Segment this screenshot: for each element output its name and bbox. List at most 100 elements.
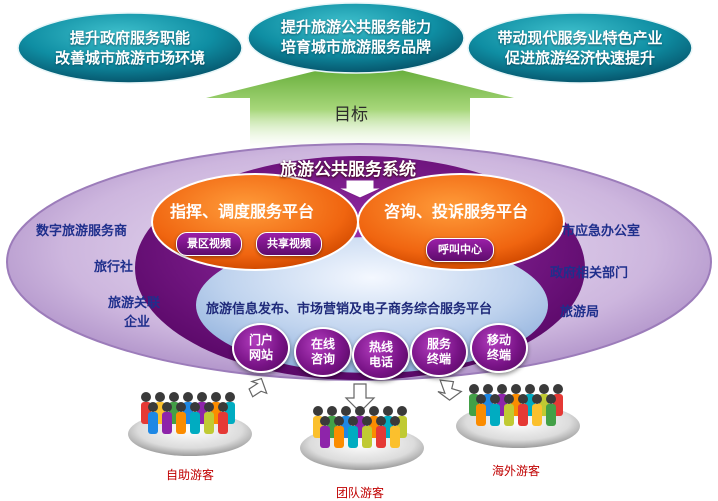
info-platform-title: 旅游信息发布、市场营销及电子商务综合服务平台 bbox=[206, 302, 493, 317]
visitor-figure-body bbox=[518, 404, 528, 426]
terminal-hotline: 热线电话 bbox=[352, 330, 410, 380]
visitor-figure-head bbox=[218, 402, 228, 412]
visitor-figure-head bbox=[483, 384, 493, 394]
visitor-figure-head bbox=[320, 416, 330, 426]
goal-oval-1 bbox=[17, 12, 243, 84]
right-label-gov-depts: 政府相关部门 bbox=[550, 266, 629, 281]
pill-scenic-video: 景区视频 bbox=[176, 232, 242, 256]
left-label-travel-agency: 旅行社 bbox=[94, 260, 134, 275]
visitor-figure-head bbox=[327, 406, 337, 416]
visitor-figure-head bbox=[225, 392, 235, 402]
terminal-online-l1: 在线 bbox=[310, 337, 335, 351]
visitor-figure-head bbox=[197, 392, 207, 402]
visitor-figure-body bbox=[204, 412, 214, 434]
terminal-mobile-l2: 终端 bbox=[486, 348, 511, 362]
visitor-figure-head bbox=[504, 394, 514, 404]
goal-3-line2: 促进旅游经济快速提升 bbox=[504, 49, 655, 67]
goal-oval-2 bbox=[247, 2, 465, 74]
goal-1-line2: 改善城市旅游市场环境 bbox=[54, 49, 205, 67]
visitor-figure-head bbox=[369, 406, 379, 416]
visitor-figure-head bbox=[539, 384, 549, 394]
visitor-figure-head bbox=[176, 402, 186, 412]
consult-platform-title: 咨询、投诉服务平台 bbox=[384, 202, 529, 221]
visitor-figure-head bbox=[546, 394, 556, 404]
command-platform-title: 指挥、调度服务平台 bbox=[170, 202, 315, 221]
visitor-label-group: 团队游客 bbox=[336, 486, 385, 500]
visitor-figure-body bbox=[362, 426, 372, 448]
arrow-to-overseas bbox=[437, 379, 463, 401]
visitor-figure-head bbox=[376, 416, 386, 426]
visitor-figure-head bbox=[511, 384, 521, 394]
visitor-figure-head bbox=[553, 384, 563, 394]
visitor-figure-head bbox=[341, 406, 351, 416]
visitor-figure-head bbox=[169, 392, 179, 402]
visitor-figure-body bbox=[546, 404, 556, 426]
visitor-figure-body bbox=[390, 426, 400, 448]
terminal-service: 服务终端 bbox=[410, 327, 468, 377]
visitor-crowds bbox=[141, 384, 563, 448]
terminal-online-l2: 咨询 bbox=[310, 352, 335, 366]
goal-text-3: 带动现代服务业特色产业 促进旅游经济快速提升 bbox=[470, 28, 690, 68]
terminal-portal-l2: 网站 bbox=[248, 348, 273, 362]
visitor-figure-body bbox=[504, 404, 514, 426]
left-label-digital-provider: 数字旅游服务商 bbox=[36, 224, 128, 239]
visitor-figure-body bbox=[348, 426, 358, 448]
visitor-figure-head bbox=[204, 402, 214, 412]
terminal-mobile-l1: 移动 bbox=[486, 333, 511, 347]
visitor-figure-body bbox=[148, 412, 158, 434]
visitor-figure-head bbox=[183, 392, 193, 402]
left-label-related-1: 旅游关联 bbox=[108, 296, 161, 311]
terminal-hotline-l1: 热线 bbox=[368, 340, 393, 354]
right-label-emergency: 市应急办公室 bbox=[562, 224, 641, 239]
consult-platform bbox=[357, 173, 565, 271]
goal-2-line2: 培育城市旅游服务品牌 bbox=[280, 38, 431, 56]
goal-oval-3 bbox=[467, 12, 693, 84]
terminal-portal: 门户网站 bbox=[232, 323, 290, 373]
visitor-figure-head bbox=[190, 402, 200, 412]
terminal-service-l2: 终端 bbox=[426, 352, 451, 366]
visitor-figure-body bbox=[532, 404, 542, 426]
visitor-figure-head bbox=[490, 394, 500, 404]
visitor-figure-body bbox=[218, 412, 228, 434]
terminal-portal-l1: 门户 bbox=[248, 333, 273, 347]
arrow-to-self-guided bbox=[248, 377, 268, 398]
terminal-online: 在线咨询 bbox=[294, 327, 352, 377]
goal-3-line1: 带动现代服务业特色产业 bbox=[497, 29, 663, 47]
goal-2-line1: 提升旅游公共服务能力 bbox=[280, 18, 431, 36]
visitor-figure-body bbox=[176, 412, 186, 434]
visitor-figure-head bbox=[348, 416, 358, 426]
visitor-figure-head bbox=[211, 392, 221, 402]
visitor-figure-head bbox=[518, 394, 528, 404]
arrow-to-group bbox=[344, 383, 376, 413]
pill-call-center: 呼叫中心 bbox=[426, 238, 494, 262]
goal-arrow bbox=[206, 60, 514, 150]
visitor-label-overseas: 海外游客 bbox=[492, 464, 541, 478]
terminal-mobile: 移动终端 bbox=[470, 323, 528, 373]
visitor-figure-head bbox=[162, 402, 172, 412]
visitor-figure-body bbox=[334, 426, 344, 448]
down-arrow-icon bbox=[337, 179, 383, 199]
left-label-related-2: 企业 bbox=[124, 315, 151, 330]
visitor-figure-body bbox=[162, 412, 172, 434]
command-platform bbox=[151, 173, 359, 271]
goal-text-2: 提升旅游公共服务能力 培育城市旅游服务品牌 bbox=[256, 17, 456, 57]
visitor-figure-head bbox=[397, 406, 407, 416]
visitor-figure-head bbox=[532, 394, 542, 404]
visitor-figure-head bbox=[141, 392, 151, 402]
visitor-figure-head bbox=[469, 384, 479, 394]
visitor-figure-head bbox=[313, 406, 323, 416]
goal-label: 目标 bbox=[334, 105, 368, 125]
visitor-figure-head bbox=[355, 406, 365, 416]
terminal-hotline-l2: 电话 bbox=[368, 355, 393, 369]
visitor-figure-body bbox=[376, 426, 386, 448]
visitor-figure-head bbox=[476, 394, 486, 404]
visitor-label-self-guided: 自助游客 bbox=[166, 468, 215, 482]
terminal-service-l1: 服务 bbox=[426, 337, 451, 351]
visitor-figure-head bbox=[334, 416, 344, 426]
system-title: 旅游公共服务系统 bbox=[280, 160, 416, 180]
visitor-figure-head bbox=[383, 406, 393, 416]
visitor-figure-head bbox=[362, 416, 372, 426]
visitor-figure-head bbox=[497, 384, 507, 394]
visitor-figure-body bbox=[190, 412, 200, 434]
visitor-figure-head bbox=[148, 402, 158, 412]
